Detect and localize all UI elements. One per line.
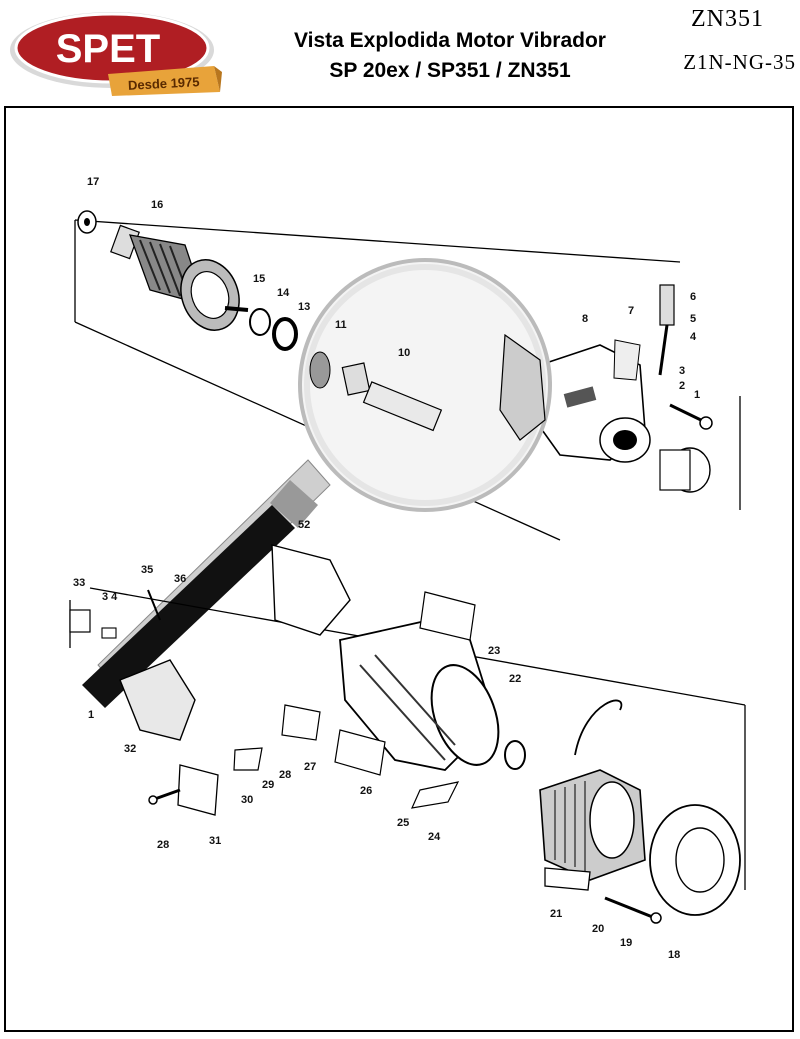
diagram-frame [4, 106, 794, 1032]
label-part-25: 25 [397, 817, 409, 829]
pin-assembly-parts-1-7 [613, 284, 713, 430]
label-part-13: 13 [298, 301, 310, 313]
label-part-5: 5 [690, 313, 696, 325]
label-part-23: 23 [488, 645, 500, 657]
label-part-10: 10 [398, 347, 410, 359]
end-cover-part-18 [544, 804, 741, 924]
label-part-19: 19 [620, 937, 632, 949]
part-labels: 17 16 15 14 13 11 10 8 7 6 5 4 3 2 1 52 … [73, 176, 700, 961]
label-part-11: 11 [335, 319, 347, 331]
label-part-36: 36 [174, 573, 186, 585]
logo-text: SPET [56, 27, 160, 71]
brush-holder-parts [69, 544, 351, 816]
label-part-8: 8 [582, 313, 588, 325]
label-part-17: 17 [87, 176, 99, 188]
title-line-2: SP 20ex / SP351 / ZN351 [329, 59, 571, 82]
label-part-35: 35 [141, 564, 153, 576]
label-part-24: 24 [428, 831, 441, 843]
label-part-34: 3 4 [102, 591, 118, 603]
stator-part-20 [504, 699, 646, 881]
label-part-22: 22 [509, 673, 521, 685]
label-part-14: 14 [277, 287, 290, 299]
armature-part-16 [77, 210, 298, 351]
label-part-7: 7 [628, 305, 634, 317]
field-housing-part-25 [334, 591, 500, 809]
reference-code: Z1N-NG-35 [683, 50, 796, 74]
label-part-21: 21 [550, 908, 562, 920]
title-line-1: Vista Explodida Motor Vibrador [294, 29, 606, 52]
label-part-1-bottom: 1 [88, 709, 94, 721]
label-part-2: 2 [679, 380, 685, 392]
label-part-1-top: 1 [694, 389, 700, 401]
label-part-6: 6 [690, 291, 696, 303]
label-part-4: 4 [690, 331, 697, 343]
label-part-3: 3 [679, 365, 685, 377]
label-part-16: 16 [151, 199, 163, 211]
spet-logo: SPET Desde 1975 [10, 12, 222, 96]
label-part-26: 26 [360, 785, 372, 797]
label-part-18: 18 [668, 949, 680, 961]
page-title: Vista Explodida Motor Vibrador SP 20ex /… [240, 26, 660, 86]
label-part-33: 33 [73, 577, 85, 589]
label-part-20: 20 [592, 923, 604, 935]
label-part-30: 30 [241, 794, 253, 806]
header: SPET Desde 1975 Vista Explodida Motor Vi… [0, 0, 800, 100]
magnifying-glass-graphic [82, 258, 552, 708]
label-part-27: 27 [304, 761, 316, 773]
label-part-29: 29 [262, 779, 274, 791]
logo-since: Desde 1975 [128, 74, 200, 93]
label-part-32: 32 [124, 743, 136, 755]
model-code: ZN351 [691, 6, 764, 32]
label-part-28-b: 28 [157, 839, 169, 851]
label-part-28-a: 28 [279, 769, 291, 781]
label-part-15: 15 [253, 273, 265, 285]
label-part-31: 31 [209, 835, 221, 847]
label-part-52: 52 [298, 519, 310, 531]
